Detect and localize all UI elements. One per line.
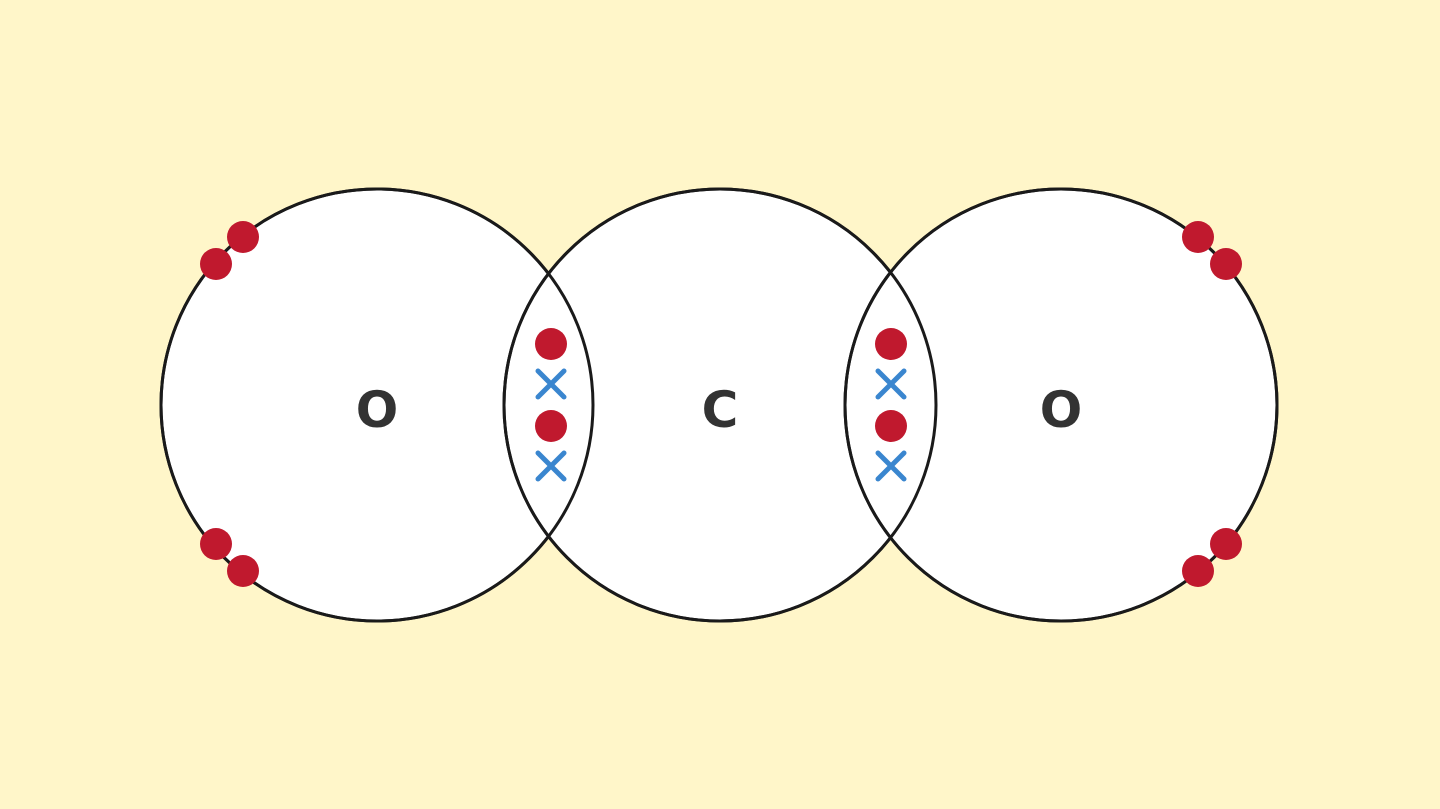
atom-label-oxygen-right: O [1040, 381, 1083, 439]
oxygen-electron-dot [200, 528, 232, 560]
bond-right-shared-electrons [875, 328, 907, 482]
oxygen-electron-dot [875, 410, 907, 442]
oxygen-left-shell-outline [159, 187, 595, 623]
carbon-electron-cross [875, 450, 907, 482]
oxygen-right-shell-outline [843, 187, 1279, 623]
oxygen-electron-dot [227, 555, 259, 587]
atom-label-oxygen-left: O [356, 381, 399, 439]
oxygen-electron-dot [200, 248, 232, 280]
bond-left-shared-electrons [535, 328, 567, 482]
oxygen-electron-dot [875, 328, 907, 360]
oxygen-electron-dot [227, 221, 259, 253]
oxygen-electron-dot [1182, 555, 1214, 587]
oxygen-right-lone-pairs [1182, 221, 1242, 587]
oxygen-electron-dot [535, 410, 567, 442]
oxygen-electron-dot [535, 328, 567, 360]
carbon-electron-cross [535, 368, 567, 400]
carbon-shell-outline [502, 187, 938, 623]
oxygen-electron-dot [1210, 248, 1242, 280]
oxygen-electron-dot [1182, 221, 1214, 253]
oxygen-left-lone-pairs [200, 221, 259, 587]
oxygen-electron-dot [1210, 528, 1242, 560]
atom-label-carbon: C [702, 381, 739, 439]
carbon-electron-cross [875, 368, 907, 400]
carbon-electron-cross [535, 450, 567, 482]
